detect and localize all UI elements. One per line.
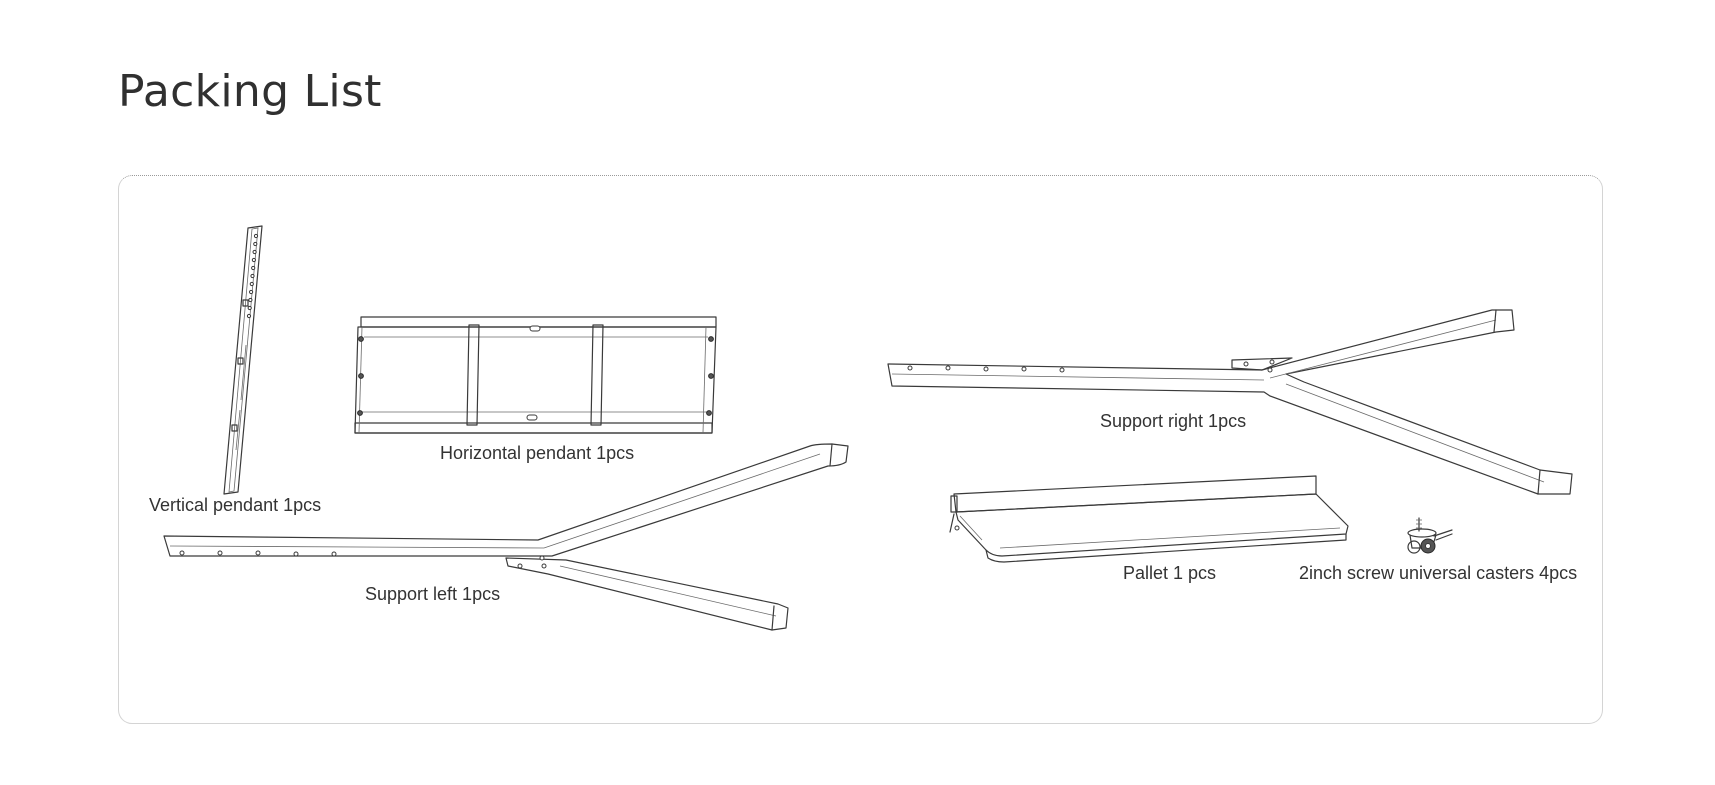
support-left-drawing-icon <box>163 443 849 631</box>
part-label-casters: 2inch screw universal casters 4pcs <box>1299 563 1578 583</box>
page-title: Packing List <box>118 66 382 117</box>
caster-drawing-icon <box>1407 517 1453 554</box>
vertical-pendant-drawing-icon <box>223 225 263 495</box>
packing-list-panel <box>118 175 1603 724</box>
part-label-support-left: Support left 1pcs <box>365 584 501 604</box>
part-label-vertical-pendant: Vertical pendant 1pcs <box>149 495 322 515</box>
pallet-drawing-icon <box>949 475 1349 563</box>
support-right-drawing-icon <box>887 309 1573 495</box>
part-label-support-right: Support right 1pcs <box>1100 411 1247 431</box>
part-label-horizontal-pendant: Horizontal pendant 1pcs <box>440 443 635 463</box>
horizontal-pendant-drawing-icon <box>354 316 717 434</box>
part-label-pallet: Pallet 1 pcs <box>1123 563 1217 583</box>
